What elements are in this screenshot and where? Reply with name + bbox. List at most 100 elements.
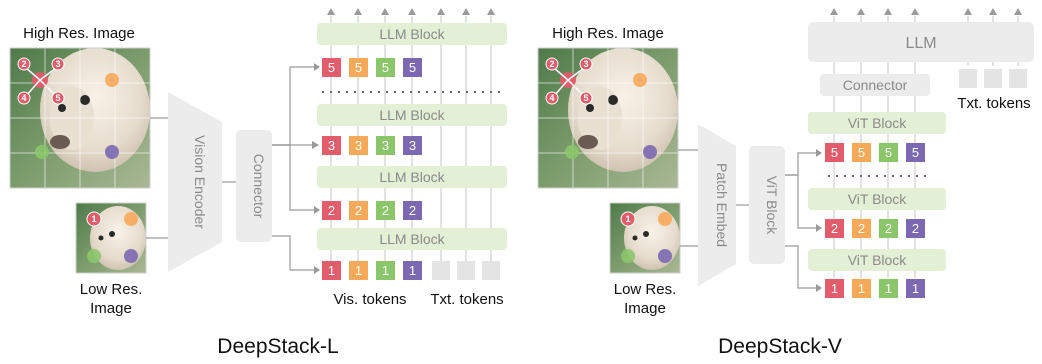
tokens-right: 5 5 5 5 2 2 2 2 1 1 1 1	[825, 143, 925, 298]
token-label: 3	[328, 138, 335, 153]
high-res-image-label: High Res. Image	[23, 25, 135, 42]
llm-block-2-label: LLM Block	[379, 107, 445, 123]
token-green	[376, 261, 395, 280]
llm-block-1-label: LLM Block	[379, 26, 445, 42]
token-label: 5	[858, 145, 865, 160]
token-label: 5	[382, 60, 389, 75]
marker-4: 4	[21, 93, 26, 103]
low-res-label-2: Image	[90, 300, 132, 317]
low-res-label-1: Low Res.	[80, 281, 143, 298]
high-res-image-label-right: High Res. Image	[552, 25, 664, 42]
routing-right	[785, 152, 820, 289]
token-purple	[403, 261, 422, 280]
vision-encoder	[168, 92, 222, 272]
llm-block-3	[317, 166, 507, 188]
token-label: 5	[328, 60, 335, 75]
token-orange	[852, 279, 871, 298]
patch-embed-label: Patch Embed	[714, 163, 730, 247]
text-token	[1009, 69, 1027, 88]
connector-left-label: Connector	[251, 154, 267, 219]
llm-block-2	[317, 104, 507, 126]
patch-markers-left: 2 3 4 5	[17, 57, 119, 159]
token-green	[879, 219, 898, 238]
llm-block-3-label: LLM Block	[379, 169, 445, 185]
vit-block-row-3-label: ViT Block	[848, 252, 908, 268]
patch-embed	[698, 124, 736, 286]
token-label: 2	[885, 221, 892, 236]
routing-left	[272, 66, 319, 271]
connector-right	[820, 74, 930, 96]
token-label: 1	[831, 281, 838, 296]
text-token	[482, 261, 500, 280]
token-purple	[403, 136, 422, 155]
token-green	[376, 58, 395, 77]
token-label: 2	[831, 221, 838, 236]
token-orange	[349, 136, 368, 155]
token-red	[322, 261, 341, 280]
token-label: 2	[858, 221, 865, 236]
token-label: 2	[328, 203, 335, 218]
vit-block-row-2-label: ViT Block	[848, 191, 908, 207]
token-red	[825, 279, 844, 298]
text-token	[984, 69, 1002, 88]
token-label: 2	[355, 203, 362, 218]
token-red	[825, 219, 844, 238]
llm-block-1	[317, 23, 507, 45]
token-label: 1	[409, 263, 416, 278]
vit-block-row-1	[808, 112, 946, 134]
marker-2: 2	[21, 59, 26, 69]
llm-block-right	[808, 22, 1034, 62]
token-purple	[906, 143, 925, 162]
deepstack-l: High Res. Image	[9, 8, 507, 358]
token-label: 1	[328, 263, 335, 278]
token-red	[322, 201, 341, 220]
token-green	[376, 136, 395, 155]
token-red	[322, 136, 341, 155]
tokens-left: 5 5 5 5 3 3 3 3 2 2 2 2	[322, 58, 500, 280]
token-purple	[906, 219, 925, 238]
vit-block-vertical	[749, 146, 785, 264]
token-label: 1	[355, 263, 362, 278]
token-orange	[349, 261, 368, 280]
token-purple	[906, 279, 925, 298]
token-label: 1	[885, 281, 892, 296]
token-red	[825, 143, 844, 162]
txt-tokens-label-left: Txt. tokens	[430, 291, 503, 308]
caption-deepstack-v: DeepStack-V	[718, 335, 842, 358]
token-orange	[852, 143, 871, 162]
token-red	[322, 58, 341, 77]
low-marker-1: 1	[91, 214, 96, 224]
token-label: 1	[912, 281, 919, 296]
vit-block-vertical-label: ViT Block	[764, 176, 780, 236]
output-arrows-left	[327, 8, 495, 15]
token-orange	[852, 219, 871, 238]
low-res-image-right	[610, 203, 680, 273]
token-green	[376, 201, 395, 220]
token-label: 5	[885, 145, 892, 160]
low-res-image	[76, 203, 146, 273]
output-arrows-right	[830, 8, 1022, 15]
text-token	[432, 261, 450, 280]
marker-3-right: 3	[583, 59, 588, 69]
token-label: 1	[382, 263, 389, 278]
connector-left	[236, 130, 272, 242]
low-marker-1-right: 1	[625, 214, 630, 224]
high-res-image	[10, 48, 150, 188]
token-purple	[403, 201, 422, 220]
patch-markers-right: 2 3 4 5	[545, 57, 657, 159]
token-green	[879, 279, 898, 298]
token-label: 3	[382, 138, 389, 153]
token-purple	[403, 58, 422, 77]
vis-tokens-label: Vis. tokens	[333, 291, 406, 308]
caption-deepstack-l: DeepStack-L	[217, 335, 338, 358]
marker-5: 5	[55, 93, 60, 103]
txt-tokens-label-right: Txt. tokens	[957, 95, 1030, 112]
marker-4-right: 4	[549, 93, 554, 103]
vit-block-row-2	[808, 188, 946, 210]
low-res-label-right-2: Image	[624, 300, 666, 317]
token-label: 2	[912, 221, 919, 236]
vision-encoder-label: Vision Encoder	[192, 135, 208, 229]
text-token	[959, 69, 977, 88]
llm-block-4	[317, 228, 507, 250]
